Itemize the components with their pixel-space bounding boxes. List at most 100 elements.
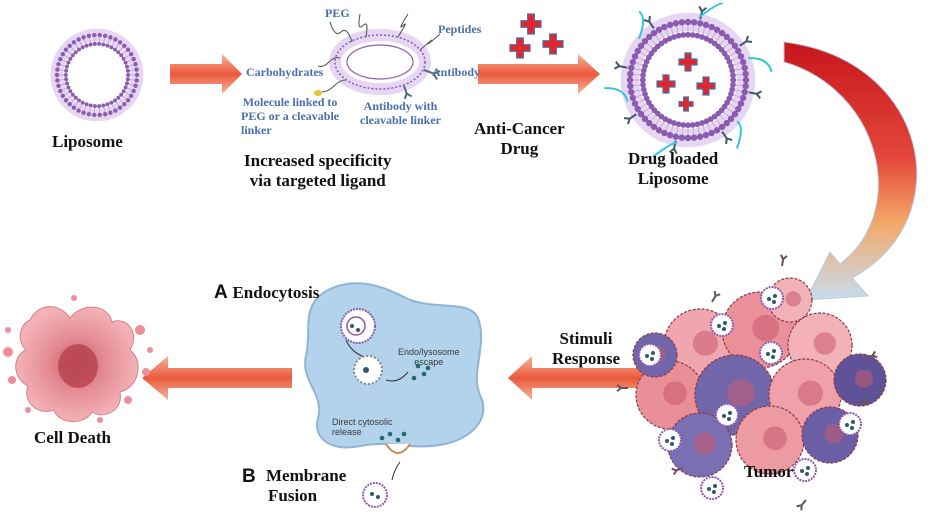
liposome1-head-inner — [65, 65, 69, 69]
label-molecule-line3: linker — [241, 124, 339, 138]
nanoparticle-drug — [707, 487, 711, 491]
nanoparticle-drug — [713, 484, 717, 488]
liposome1-head-inner — [64, 73, 68, 77]
label-antibody-cleavable-line1: Antibody with — [360, 100, 441, 114]
label-drug-loaded-liposome: Drug loaded Liposome — [628, 149, 718, 188]
nanoparticle-drug — [665, 439, 669, 443]
apoptotic-body — [71, 295, 77, 301]
liposome1-head-outer — [133, 62, 137, 66]
tumor-nucleus — [663, 381, 687, 405]
liposome1-head-inner — [109, 101, 113, 105]
liposome1-head-outer — [72, 40, 76, 44]
nanoparticle-drug — [806, 466, 810, 470]
liposome1-head-inner — [66, 85, 70, 89]
loaded-antibody-arm2 — [756, 94, 761, 98]
apoptotic-body — [25, 407, 31, 413]
loaded-head-outer — [738, 100, 744, 106]
liposome1-head-inner — [81, 101, 85, 105]
label-carbohydrates: Carbohydrates — [246, 66, 323, 80]
liposome1-head-outer — [58, 57, 62, 61]
peptide-chain — [420, 34, 440, 50]
liposome1-head-outer — [98, 33, 102, 37]
loaded-head-outer — [697, 20, 703, 26]
tumor-receptor — [779, 255, 787, 267]
liposome1-head-inner — [125, 81, 129, 85]
liposome1-head-outer — [134, 67, 138, 71]
liposome1-head-outer — [113, 37, 117, 41]
loaded-head-outer — [632, 53, 638, 59]
released-drug — [422, 372, 427, 377]
label-peptides: Peptides — [438, 23, 481, 37]
liposome1-head-outer — [92, 33, 96, 37]
loaded-head-outer — [708, 130, 714, 136]
letter-a: A — [214, 282, 228, 303]
loaded-head-outer — [627, 71, 633, 77]
label-cell-death: Cell Death — [34, 428, 111, 448]
loaded-head-outer — [656, 27, 662, 33]
loaded-head-outer — [679, 134, 685, 140]
endosome-liposome — [347, 317, 365, 335]
nanoparticle-drug — [772, 349, 776, 353]
nanoparticle-drug — [723, 321, 727, 325]
loaded-drug — [679, 53, 697, 71]
nanoparticle-drug — [670, 442, 674, 446]
liposome1-head-outer — [76, 37, 80, 41]
loaded-antibody-arm2 — [615, 62, 620, 66]
label-molecule-line1: Molecule linked to — [241, 96, 339, 110]
apoptotic-body — [97, 417, 103, 423]
label-stimuli-response: Stimuli Response — [552, 329, 620, 368]
label-endo-escape: Endo/lysosome escape — [398, 348, 460, 368]
liposome1-head-outer — [87, 34, 91, 38]
tumor-nanoparticle — [659, 429, 681, 451]
tumor-nucleus — [798, 381, 823, 406]
liposome1-head-inner — [101, 42, 105, 46]
liposome1-head-outer — [131, 89, 135, 93]
loaded-drug — [697, 77, 715, 95]
liposome1-head-outer — [134, 78, 138, 82]
loaded-head-outer — [742, 71, 748, 77]
loaded-head-outer — [627, 77, 633, 83]
tumor-nucleus — [752, 315, 779, 342]
liposome1-head-inner — [89, 104, 93, 108]
nanoparticle-drug — [805, 472, 809, 476]
liposome1-head-inner — [126, 73, 130, 77]
tumor-nanoparticle — [701, 477, 723, 499]
tumor-receptor — [709, 291, 720, 304]
antibody-cleavable-ligand-arm1 — [407, 92, 412, 97]
liposome1-head-inner — [101, 104, 105, 108]
anti-cancer-drug-graphic — [510, 14, 563, 58]
label-molecule-line2: PEG or a cleavable — [241, 110, 339, 124]
liposome1-head-inner — [105, 102, 109, 106]
nanoparticle-drug — [712, 490, 716, 494]
label-antibody: Antibody — [432, 66, 480, 80]
loaded-head-outer — [673, 134, 679, 140]
liposome1-head-outer — [103, 112, 107, 116]
tumor-receptor-stem — [802, 500, 806, 505]
loaded-head-outer — [661, 24, 667, 30]
endosome-drug — [350, 324, 354, 328]
nanoparticle-drug — [772, 300, 776, 304]
label-drug-line1: Anti-Cancer — [474, 119, 565, 139]
released-drug — [412, 376, 417, 381]
liposome1-head-outer — [56, 62, 60, 66]
label-membrane-fusion: Membrane Fusion — [266, 466, 346, 505]
liposome1-head-inner — [81, 45, 85, 49]
loaded-head-outer — [630, 59, 636, 65]
apoptotic-body — [142, 368, 150, 376]
liposome1-head-inner — [85, 102, 89, 106]
liposome1-head-outer — [55, 67, 59, 71]
tumor-receptor — [797, 498, 809, 510]
label-molecule-linked: Molecule linked to PEG or a cleavable li… — [241, 96, 339, 137]
tumor-receptor-arm2 — [672, 467, 677, 471]
label-membrane-line2: Fusion — [266, 486, 346, 506]
drug-molecule — [510, 38, 530, 58]
liposome1-head-inner — [105, 44, 109, 48]
drug-loaded-liposome-graphic — [604, 3, 771, 156]
tumor-nanoparticle — [761, 287, 783, 309]
loaded-head-outer — [630, 95, 636, 101]
apoptotic-body — [5, 327, 11, 333]
loaded-head-outer — [743, 77, 749, 83]
tumor-nucleus — [694, 432, 716, 454]
liposome1-head-inner — [64, 69, 68, 73]
